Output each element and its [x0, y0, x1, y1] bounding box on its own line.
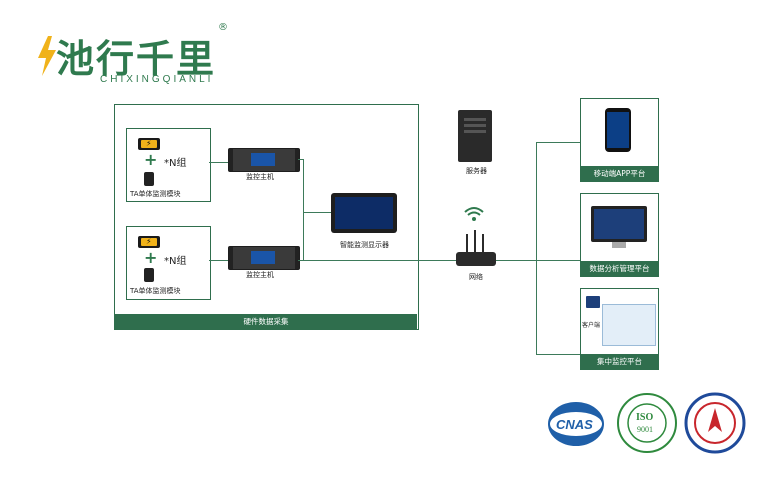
hitech-badge-icon [684, 392, 746, 454]
wifi-icon [464, 207, 484, 221]
module-box-1 [126, 128, 211, 202]
connector-line [303, 212, 331, 213]
registered-mark: ® [218, 22, 228, 33]
display-label: 智能监测显示器 [340, 241, 389, 249]
module-label: TA单体监测模块 [130, 190, 181, 198]
iso-number: 9001 [637, 425, 653, 434]
logo-wordmark: 池行千里 [56, 37, 217, 81]
server-label: 服务器 [466, 167, 487, 175]
monitoring-host-icon [228, 148, 300, 172]
cnas-badge-icon [548, 402, 604, 446]
connector-line [536, 260, 580, 261]
network-label: 网络 [469, 273, 483, 281]
client-computer-icon [586, 296, 600, 308]
n-group-label: *N组 [164, 158, 187, 169]
connector-line [536, 142, 580, 143]
battery-icon: ⚡ [138, 236, 160, 248]
server-icon [458, 110, 492, 162]
monitoring-host-icon [228, 246, 300, 270]
plus-icon: + [144, 248, 158, 267]
hardware-frame-title: 硬件数据采集 [115, 314, 417, 329]
dashboard-screenshot [602, 304, 656, 346]
cnas-text: CNAS [556, 417, 593, 432]
connector-line [536, 142, 537, 354]
monitor-stand [612, 242, 626, 248]
logo-bolt-icon [38, 36, 56, 76]
router-icon [456, 252, 496, 266]
plus-icon: + [144, 150, 158, 169]
host-label: 监控主机 [246, 173, 274, 181]
connector-line [298, 159, 303, 160]
router-antenna [474, 230, 476, 252]
client-label: 客户端 [582, 322, 601, 329]
phone-icon [605, 108, 631, 152]
module-label: TA单体监测模块 [130, 287, 181, 295]
host-label: 监控主机 [246, 271, 274, 279]
connector-line [298, 260, 456, 261]
connector-line [496, 260, 536, 261]
iso-text: ISO [636, 412, 654, 423]
n-group-label: *N组 [164, 256, 187, 267]
central-platform-title: 集中监控平台 [581, 354, 658, 369]
router-antenna [482, 234, 484, 252]
connector-line [536, 354, 580, 355]
connector-line [209, 260, 229, 261]
smart-display-icon [331, 193, 397, 233]
connector-line [303, 159, 304, 260]
analysis-platform-title: 数据分析管理平台 [581, 261, 658, 276]
logo-english: CHIXINGQIANLI [100, 74, 214, 85]
app-platform-title: 移动端APP平台 [581, 166, 658, 181]
connector-line [209, 162, 229, 163]
monitor-module-icon [144, 268, 154, 282]
monitor-module-icon [144, 172, 154, 186]
monitor-icon [591, 206, 647, 242]
router-antenna [466, 234, 468, 252]
iso-badge-icon [617, 393, 677, 453]
battery-icon: ⚡ [138, 138, 160, 150]
